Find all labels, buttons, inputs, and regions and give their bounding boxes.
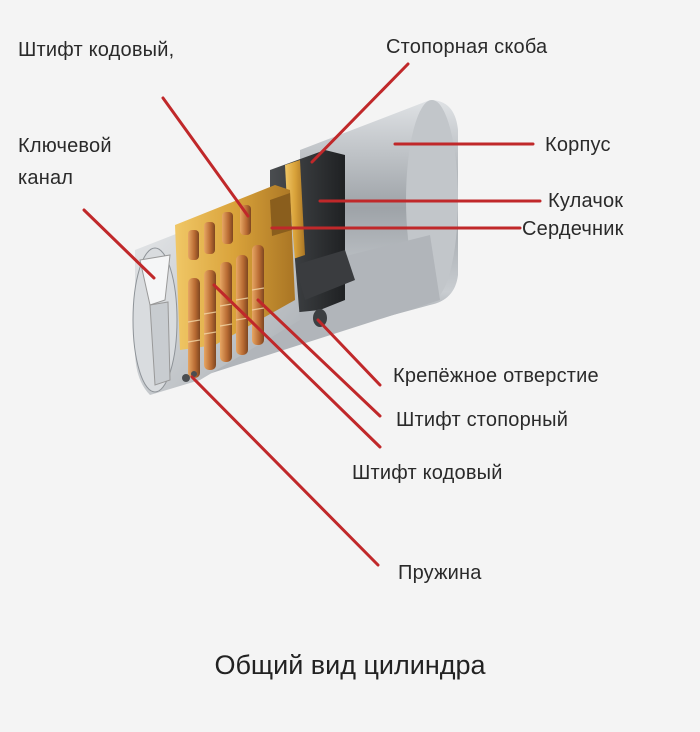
leader-spring <box>190 375 380 567</box>
keyway-slot <box>149 301 171 386</box>
leader-key-channel <box>82 208 156 280</box>
label-core: Сердечник <box>522 218 624 240</box>
upper-code-pins <box>188 205 251 260</box>
leader-stop-pin <box>256 298 382 418</box>
leader-mounting-hole <box>316 318 382 387</box>
mounting-hole-shape <box>313 309 327 327</box>
label-cam: Кулачок <box>548 190 624 212</box>
label-key-channel-line1: Ключевой <box>18 135 112 157</box>
keyway-opening <box>139 254 171 306</box>
label-body: Корпус <box>545 134 611 156</box>
lower-pin-columns <box>187 245 265 378</box>
label-code-pin-top: Штифт кодовый, <box>18 39 175 61</box>
cam-lug <box>295 250 355 300</box>
label-key-channel-line2: канал <box>18 167 74 189</box>
label-retaining-clip: Стопорная скоба <box>386 36 548 58</box>
core-slot <box>270 193 292 236</box>
label-code-pin: Штифт кодовый <box>352 462 503 484</box>
leader-retaining-clip <box>310 62 410 164</box>
leader-code-pin-top <box>161 96 250 218</box>
diagram-caption: Общий вид цилиндра <box>214 650 486 680</box>
label-spring: Пружина <box>398 562 482 584</box>
spring-hole-marks <box>182 371 197 382</box>
label-stop-pin: Штифт стопорный <box>396 409 569 431</box>
leader-lines <box>82 62 542 567</box>
leader-code-pin <box>212 283 382 449</box>
label-mounting-hole: Крепёжное отверстие <box>393 365 599 387</box>
